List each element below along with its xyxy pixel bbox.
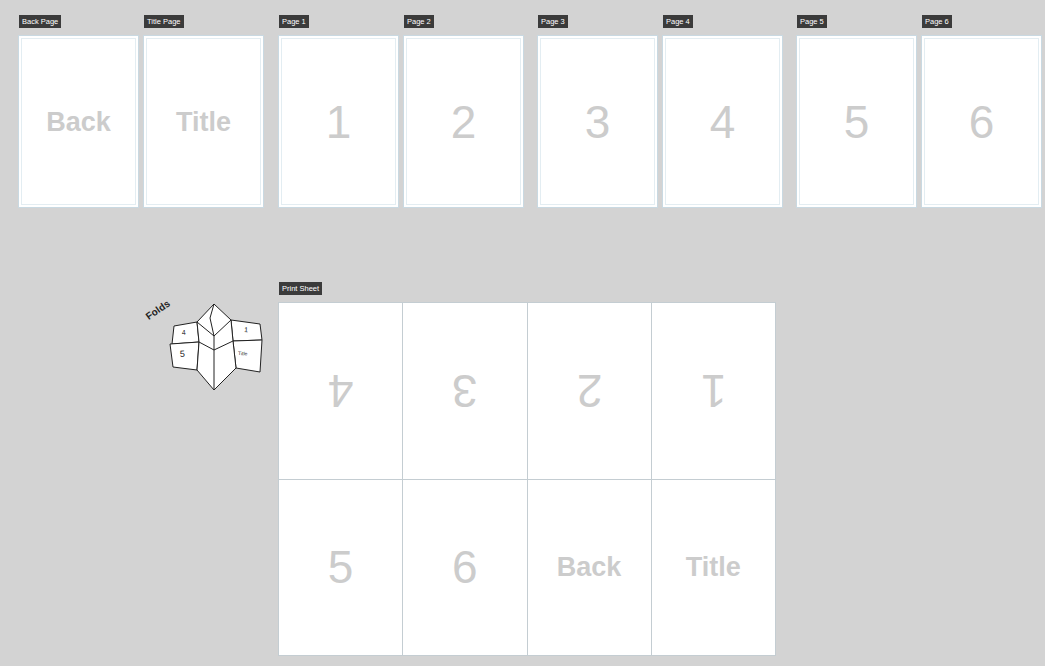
page-content: Title: [148, 106, 259, 137]
page-content: Title: [656, 552, 771, 583]
page-content: Back: [23, 106, 134, 137]
fold-crease: [210, 304, 214, 336]
page-content: 4: [667, 95, 778, 149]
page-content: 6: [926, 95, 1037, 149]
fold-flap: [172, 322, 199, 344]
fold-flap: [170, 342, 199, 370]
fold-flap-label: 4: [181, 329, 186, 336]
page-tag: Page 6: [922, 15, 952, 28]
page-thumbnail: Page 22: [403, 35, 524, 208]
fold-crease: [197, 320, 231, 336]
page-thumbnail: Page 55: [796, 35, 917, 208]
page-tag: Page 4: [663, 15, 693, 28]
page-content: 2: [532, 364, 647, 418]
page-content: 6: [407, 540, 522, 594]
page-tag: Page 2: [404, 15, 434, 28]
page-content: 1: [656, 364, 771, 418]
page-content: 3: [407, 364, 522, 418]
sheet-cell: 6: [402, 479, 527, 657]
page-tag: Title Page: [144, 15, 184, 28]
fold-crease: [199, 341, 233, 350]
page-tag: Page 1: [279, 15, 309, 28]
sheet-cell: 5: [278, 479, 403, 657]
page-tag: Page 5: [797, 15, 827, 28]
fold-flap-label: Title: [238, 351, 248, 356]
sheet-cell: Title: [651, 479, 776, 657]
fold-flap: [231, 320, 262, 341]
page-content: Back: [532, 552, 647, 583]
sheet-cell: 1: [651, 302, 776, 480]
page-thumbnail: Page 44: [662, 35, 783, 208]
page-tag: Print Sheet: [279, 282, 322, 295]
page-thumbnail: Page 11: [278, 35, 399, 208]
sheet-cell: 2: [527, 302, 652, 480]
fold-flap-label: 5: [180, 350, 185, 359]
page-content: 4: [283, 364, 398, 418]
page-thumbnail: Back PageBack: [18, 35, 139, 208]
fold-body: [197, 304, 236, 390]
page-tag: Back Page: [19, 15, 61, 28]
page-content: 1: [283, 95, 394, 149]
fold-flap: [233, 340, 262, 372]
page-content: 5: [283, 540, 398, 594]
sheet-cell: 3: [402, 302, 527, 480]
page-content: 3: [542, 95, 653, 149]
page-thumbnail: Title PageTitle: [143, 35, 264, 208]
sheet-cell: 4: [278, 302, 403, 480]
fold-crease: [214, 336, 215, 390]
sheet-cell: Back: [527, 479, 652, 657]
fold-flap-label: 1: [244, 326, 249, 333]
page-thumbnail: Page 66: [921, 35, 1042, 208]
page-content: 2: [408, 95, 519, 149]
fold-caption: Folds: [144, 299, 172, 322]
page-content: 5: [801, 95, 912, 149]
print-sheet: Print Sheet432156BackTitle: [278, 302, 775, 655]
page-thumbnail: Page 33: [537, 35, 658, 208]
page-tag: Page 3: [538, 15, 568, 28]
